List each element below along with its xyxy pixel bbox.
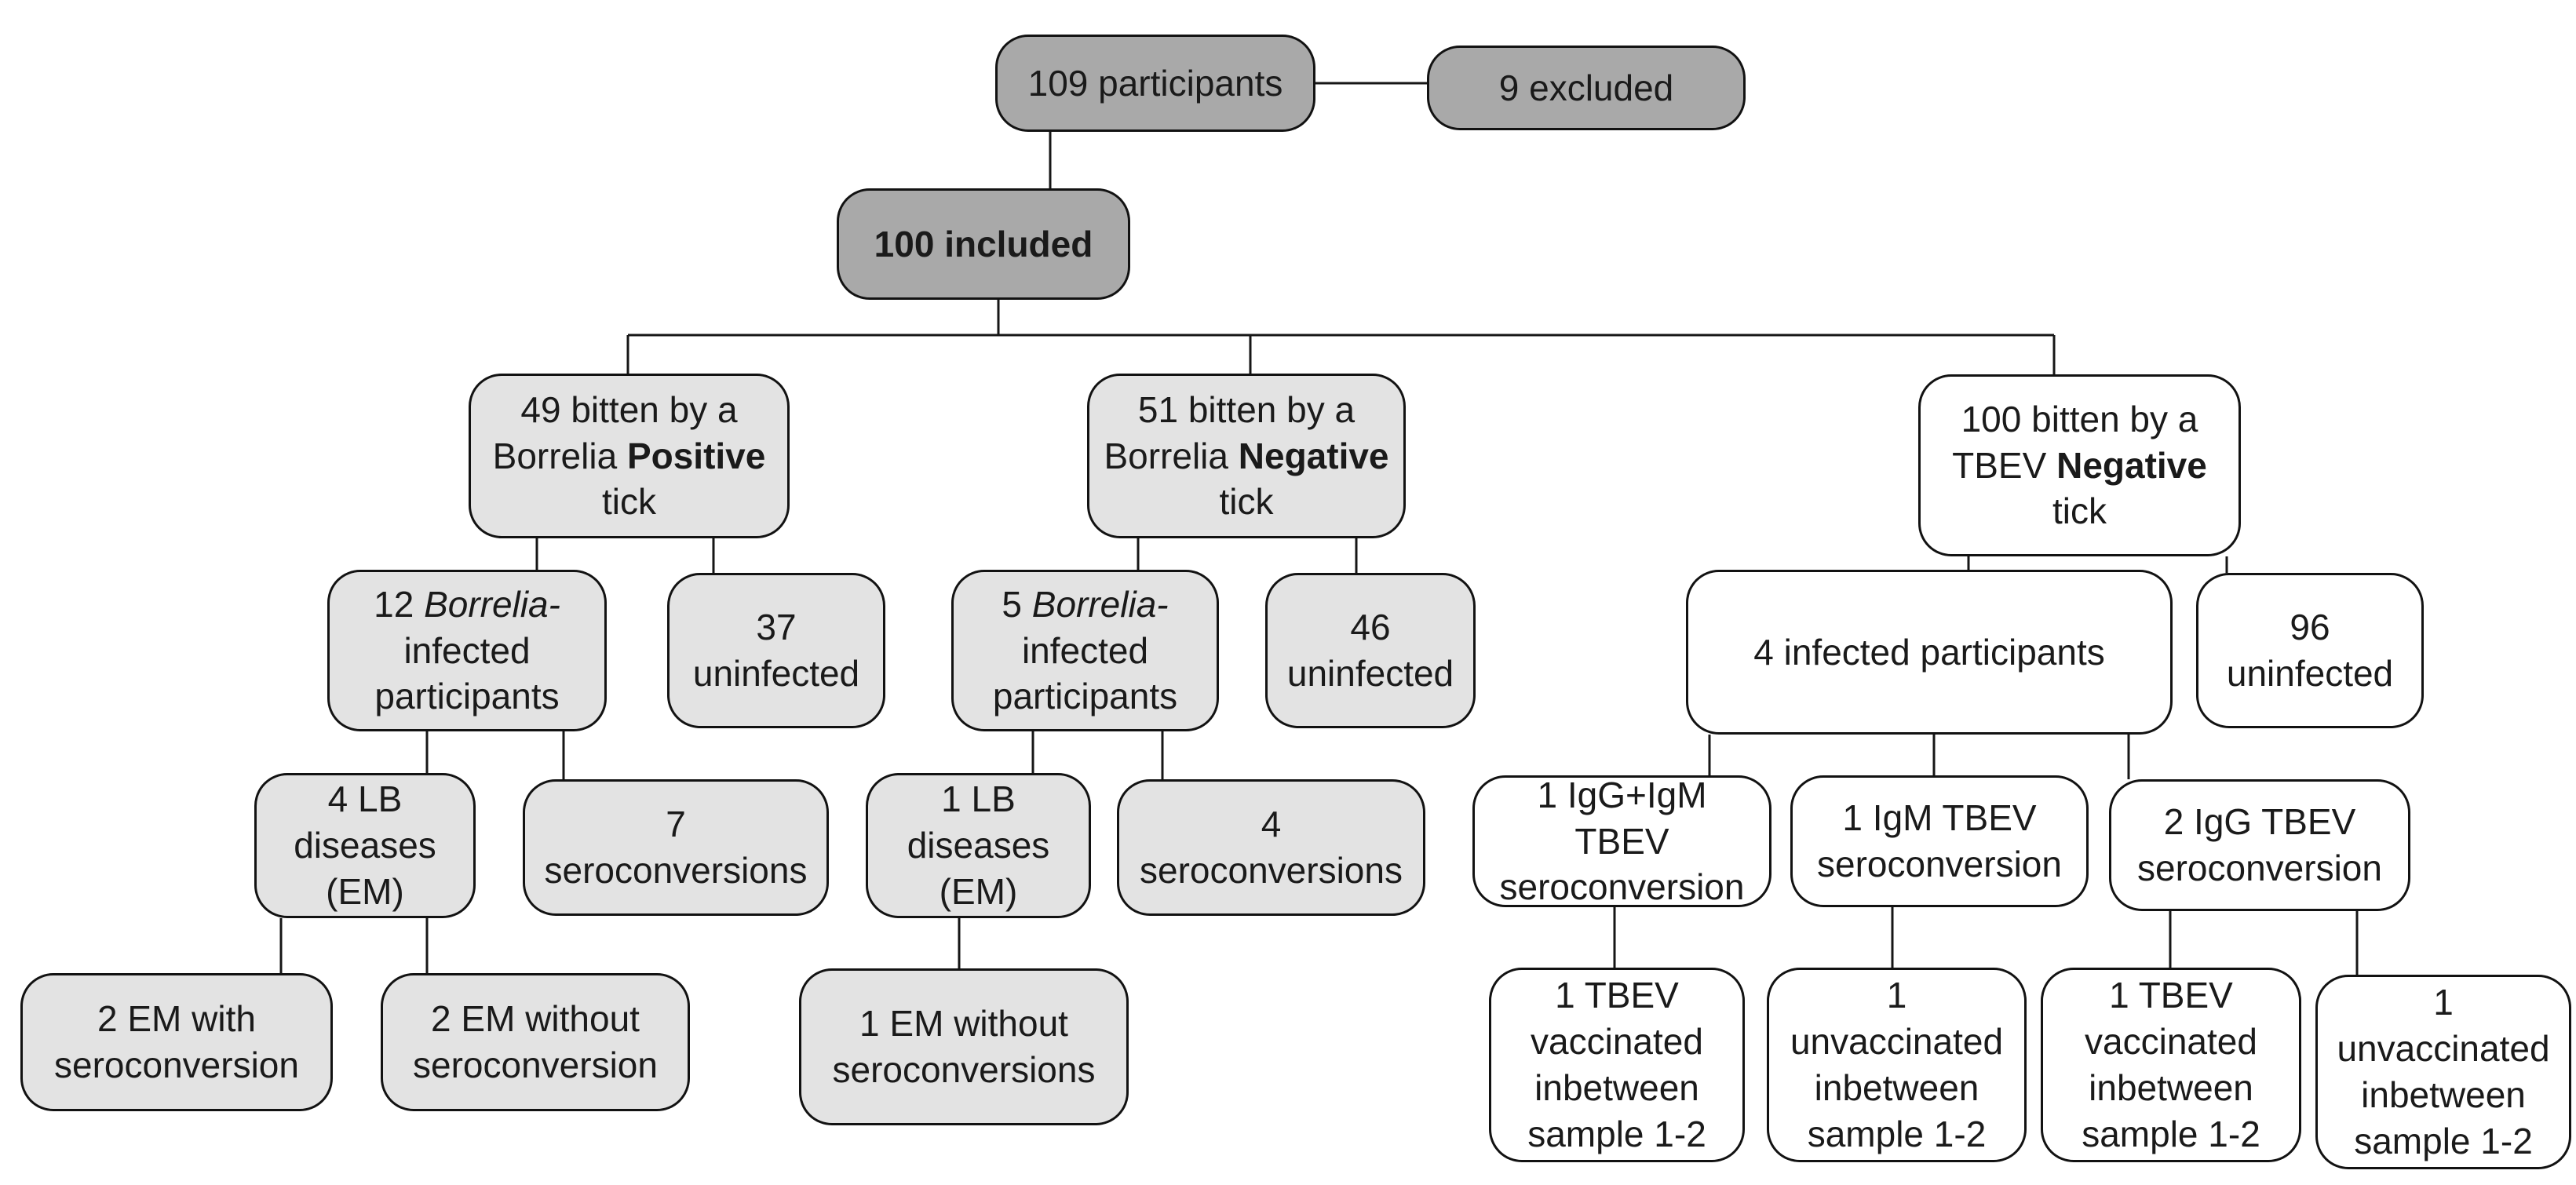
node-label-bold: Negative <box>1238 435 1389 476</box>
node-label: 12 <box>374 583 425 625</box>
node-1-igg-igm-tbev-seroconversion: 1 IgG+IgM TBEV seroconversion <box>1472 775 1771 907</box>
node-label: 1 unvaccinated inbetween sample 1-2 <box>1790 975 2004 1154</box>
node-1-tbev-vaccinated-inbetween-a: 1 TBEV vaccinated inbetween sample 1-2 <box>1489 968 1745 1162</box>
node-label: 1 TBEV vaccinated inbetween sample 1-2 <box>1527 975 1706 1154</box>
node-1-unvaccinated-inbetween-b: 1 unvaccinated inbetween sample 1-2 <box>2315 975 2571 1169</box>
node-label: tick <box>1219 481 1274 523</box>
node-label: 37 uninfected <box>692 607 860 694</box>
node-label: 1 IgM TBEV seroconversion <box>1817 797 2062 884</box>
node-12-borrelia-infected: 12 Borrelia-infected participants <box>327 570 607 731</box>
node-4-seroconversions: 4 seroconversions <box>1117 779 1425 916</box>
node-label: 46 uninfected <box>1286 607 1454 694</box>
node-label: 51 bitten by a Borrelia <box>1104 388 1356 476</box>
node-label-bold: Negative <box>2056 444 2207 486</box>
node-1-em-without-seroconversions: 1 EM without seroconversions <box>799 968 1129 1125</box>
node-label: infected participants <box>992 629 1178 717</box>
node-label: 4 infected participants <box>1753 631 2105 673</box>
node-4-infected-participants: 4 infected participants <box>1686 570 2173 735</box>
node-label: 2 EM without seroconversion <box>413 998 658 1085</box>
node-label: 100 bitten by a TBEV <box>1952 398 2198 486</box>
node-label-italic: Borrelia- <box>1031 583 1169 625</box>
node-7-seroconversions: 7 seroconversions <box>523 779 829 916</box>
node-5-borrelia-infected: 5 Borrelia-infected participants <box>951 570 1219 731</box>
node-label-italic: Borrelia- <box>424 583 560 625</box>
node-label: 49 bitten by a Borrelia <box>492 388 738 476</box>
node-2-em-without-seroconversion: 2 EM without seroconversion <box>381 973 690 1111</box>
node-51-borrelia-negative-tick: 51 bitten by a Borrelia Negative tick <box>1087 374 1406 538</box>
node-label: 4 LB diseases (EM) <box>294 778 436 912</box>
node-label: 9 excluded <box>1498 67 1674 108</box>
node-label-bold: Positive <box>626 435 766 476</box>
node-label: 96 uninfected <box>2226 607 2394 694</box>
node-49-borrelia-positive-tick: 49 bitten by a Borrelia Positive tick <box>469 374 790 538</box>
node-label: 109 participants <box>1027 62 1283 104</box>
node-109-participants: 109 participants <box>995 35 1315 132</box>
node-label: 4 seroconversions <box>1140 804 1403 891</box>
node-2-igg-tbev-seroconversion: 2 IgG TBEV seroconversion <box>2109 779 2410 911</box>
node-label: 1 IgG+IgM TBEV seroconversion <box>1499 774 1745 908</box>
node-label: 5 <box>1002 583 1032 625</box>
node-label: tick <box>2052 490 2107 532</box>
node-1-unvaccinated-inbetween-a: 1 unvaccinated inbetween sample 1-2 <box>1767 968 2027 1162</box>
node-37-uninfected: 37 uninfected <box>667 573 885 728</box>
node-label: 7 seroconversions <box>544 804 808 891</box>
node-9-excluded: 9 excluded <box>1427 46 1746 130</box>
node-label: 100 included <box>874 223 1093 264</box>
node-96-uninfected: 96 uninfected <box>2196 573 2424 728</box>
node-label: 1 LB diseases (EM) <box>907 778 1050 912</box>
node-2-em-with-seroconversion: 2 EM with seroconversion <box>20 973 333 1111</box>
node-label: 1 TBEV vaccinated inbetween sample 1-2 <box>2082 975 2260 1154</box>
node-label: 2 EM with seroconversion <box>54 998 299 1085</box>
node-1-lb-diseases-em: 1 LB diseases (EM) <box>866 773 1091 918</box>
node-4-lb-diseases-em: 4 LB diseases (EM) <box>254 773 476 918</box>
node-label: infected participants <box>374 629 560 717</box>
node-46-uninfected: 46 uninfected <box>1265 573 1476 728</box>
node-label: 1 unvaccinated inbetween sample 1-2 <box>2337 982 2550 1161</box>
node-label: 2 IgG TBEV seroconversion <box>2137 801 2382 888</box>
node-100-tbev-negative-tick: 100 bitten by a TBEV Negative tick <box>1918 374 2241 556</box>
node-label: tick <box>602 481 656 523</box>
node-1-tbev-vaccinated-inbetween-b: 1 TBEV vaccinated inbetween sample 1-2 <box>2041 968 2301 1162</box>
node-100-included: 100 included <box>837 188 1130 300</box>
node-label: 1 EM without seroconversions <box>832 1003 1096 1090</box>
node-1-igm-tbev-seroconversion: 1 IgM TBEV seroconversion <box>1790 775 2089 907</box>
